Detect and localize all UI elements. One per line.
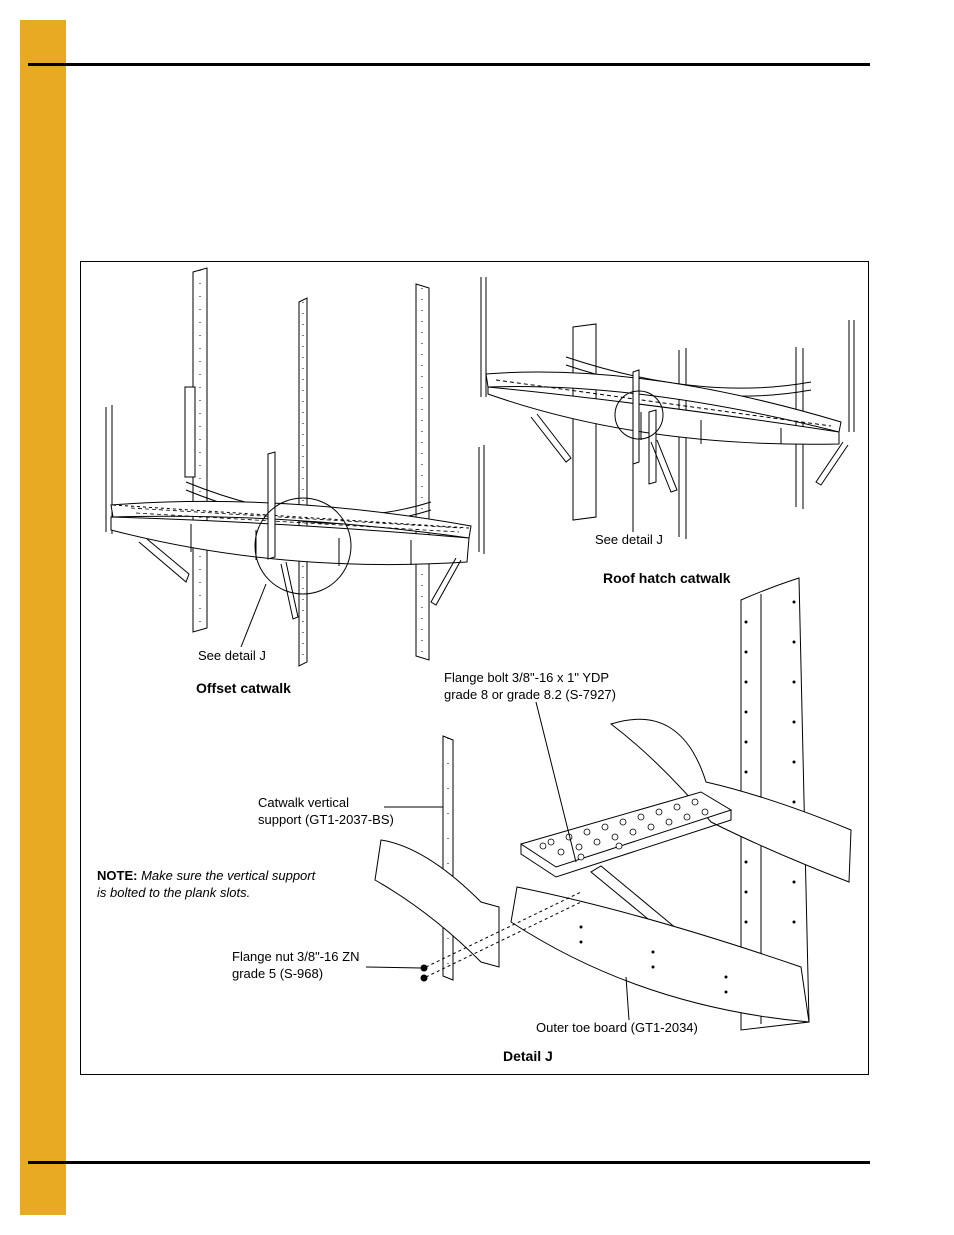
outer-toe-board-label: Outer toe board (GT1-2034) (536, 1020, 698, 1035)
detail-j-title: Detail J (503, 1048, 553, 1064)
catwalk-line-drawing (105, 267, 855, 1031)
roof-hatch-catwalk-drawing (480, 277, 855, 539)
flange-nut-label-line1: Flange nut 3/8"-16 ZN (232, 949, 360, 964)
roof-hatch-see-detail-label: See detail J (595, 532, 663, 547)
flange-bolt-label-line2: grade 8 or grade 8.2 (S-7927) (444, 687, 616, 702)
offset-catwalk-drawing (105, 267, 485, 667)
detail-j-drawing (365, 577, 852, 1031)
note-text-line2: is bolted to the plank slots. (97, 885, 251, 900)
flange-bolt-label-line1: Flange bolt 3/8"-16 x 1" YDP (444, 670, 610, 685)
catwalk-figure: See detail J Offset catwalk See detail J… (80, 261, 869, 1075)
roof-hatch-catwalk-title: Roof hatch catwalk (603, 570, 731, 586)
bolting-note: NOTE: Make sure the vertical support is … (97, 867, 357, 901)
vertical-support-label-line2: support (GT1-2037-BS) (258, 812, 394, 827)
vertical-support-label-line1: Catwalk vertical (258, 795, 350, 810)
footer-rule (28, 1161, 870, 1164)
side-color-tab (20, 20, 66, 1215)
header-rule (28, 63, 870, 66)
note-label: NOTE: (97, 868, 138, 883)
note-text-line1: Make sure the vertical support (141, 868, 316, 883)
flange-nut-label-line2: grade 5 (S-968) (232, 966, 324, 981)
offset-catwalk-title: Offset catwalk (196, 680, 291, 696)
offset-see-detail-label: See detail J (198, 648, 266, 663)
